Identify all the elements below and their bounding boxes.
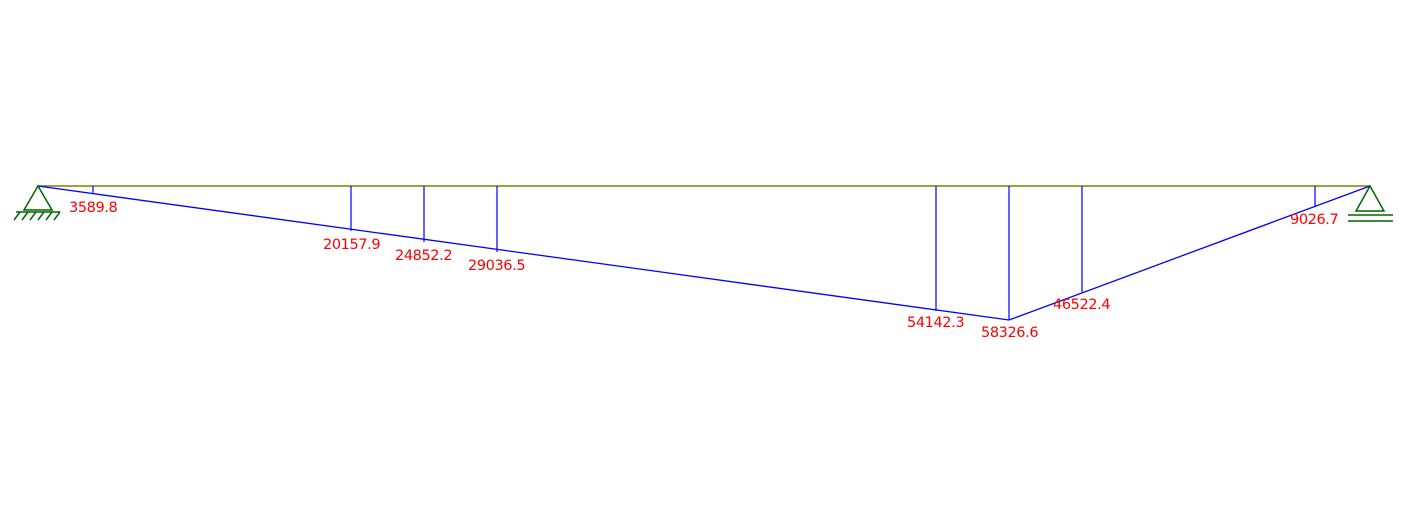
moment-value-label: 46522.4 — [1053, 297, 1110, 313]
moment-value-label: 54142.3 — [907, 315, 964, 331]
moment-value-label: 29036.5 — [468, 258, 525, 274]
moment-labels: 3589.8 20157.9 24852.2 29036.5 54142.3 5… — [69, 200, 1339, 341]
moment-value-label: 58326.6 — [981, 325, 1038, 341]
moment-value-label: 20157.9 — [323, 237, 380, 253]
moment-curve — [37, 185, 1371, 321]
moment-value-label: 3589.8 — [69, 200, 118, 216]
moment-ordinates — [92, 186, 1316, 320]
moment-value-label: 24852.2 — [395, 248, 452, 264]
moment-value-label: 9026.7 — [1290, 212, 1338, 228]
roller-support-icon — [1348, 184, 1393, 222]
pin-support-icon — [13, 184, 61, 221]
